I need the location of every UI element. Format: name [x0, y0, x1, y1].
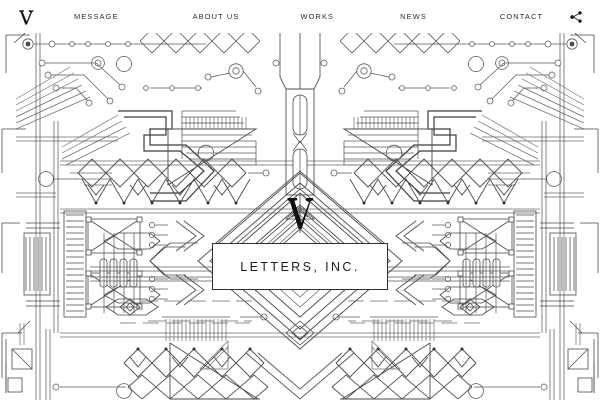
- geometric-circuit-line-art: [0, 33, 600, 400]
- letter-v-monogram-icon: [19, 9, 34, 25]
- nav-slot-news: NEWS: [400, 0, 427, 33]
- primary-nav: MESSAGE ABOUT US WORKS NEWS CONTACT: [40, 0, 566, 33]
- nav-link-news[interactable]: NEWS: [400, 12, 427, 21]
- wordmark-plate[interactable]: LETTERS, INC.: [212, 243, 388, 290]
- share-button[interactable]: [566, 7, 586, 27]
- nav-slot-message: MESSAGE: [74, 0, 119, 33]
- nav-slot-works: WORKS: [300, 0, 334, 33]
- nav-slot-contact: CONTACT: [500, 0, 543, 33]
- brand-logo[interactable]: [14, 6, 40, 28]
- hero-monogram[interactable]: [284, 195, 316, 231]
- nav-link-works[interactable]: WORKS: [300, 12, 335, 21]
- nav-slot-about-us: ABOUT US: [193, 0, 240, 33]
- site-header: MESSAGE ABOUT US WORKS NEWS CONTACT: [0, 0, 600, 33]
- nav-link-contact[interactable]: CONTACT: [499, 12, 544, 21]
- letter-v-monogram-icon: [287, 198, 314, 229]
- share-icon: [570, 10, 582, 23]
- hero-artwork: [0, 33, 600, 400]
- wordmark-text: LETTERS, INC.: [240, 259, 360, 274]
- nav-link-about-us[interactable]: ABOUT US: [192, 12, 240, 21]
- nav-link-message[interactable]: MESSAGE: [74, 12, 119, 21]
